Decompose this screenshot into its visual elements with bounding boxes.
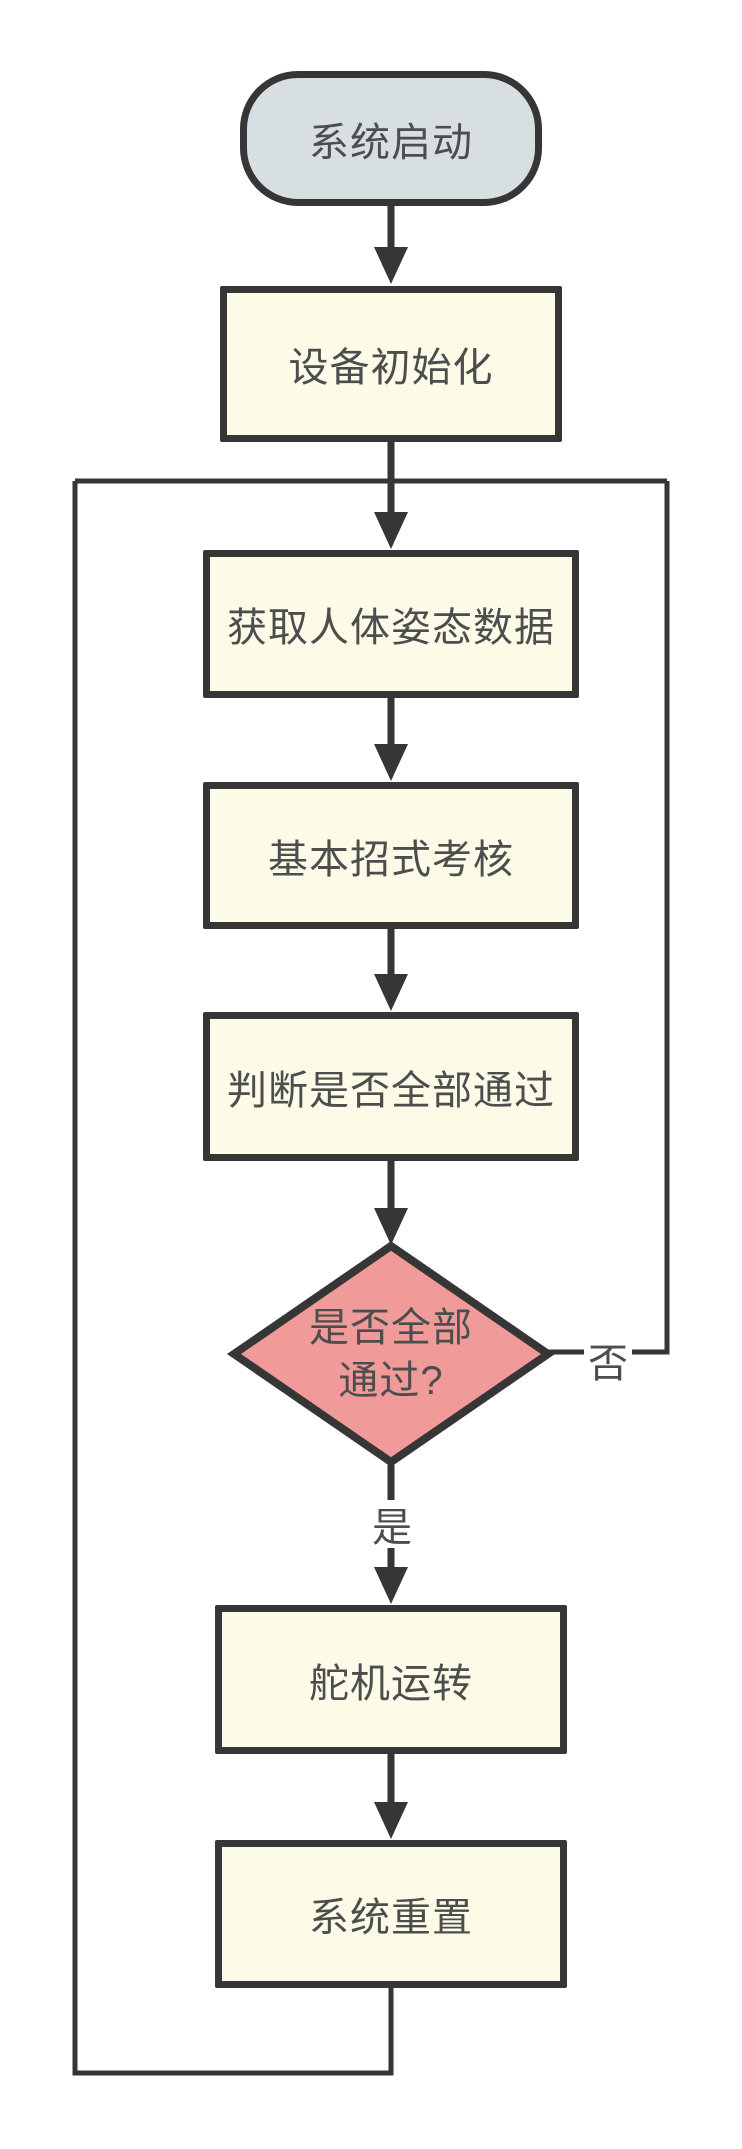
arrowhead-judge-decision (374, 1208, 408, 1245)
node-system-reset: 系统重置 (215, 1840, 567, 1988)
node-judge-all-pass: 判断是否全部通过 (203, 1012, 579, 1161)
arrowhead-pose-assess (374, 744, 408, 781)
node-basic-move-assess-label: 基本招式考核 (268, 837, 514, 882)
node-start: 系统启动 (240, 71, 542, 206)
arrowhead-init-pose (374, 512, 408, 549)
node-servo-run: 舵机运转 (215, 1605, 567, 1754)
edge-label-no: 否 (584, 1336, 632, 1386)
edge-label-yes: 是 (368, 1500, 416, 1550)
decision-label-line2: 通过? (338, 1359, 444, 1403)
node-get-pose-data: 获取人体姿态数据 (203, 550, 579, 698)
node-start-label: 系统启动 (309, 120, 473, 165)
arrowhead-servo-reset (374, 1802, 408, 1839)
arrowhead-decision-servo (374, 1567, 408, 1604)
node-basic-move-assess: 基本招式考核 (203, 782, 579, 929)
node-judge-all-pass-label: 判断是否全部通过 (227, 1068, 555, 1113)
node-get-pose-data-label: 获取人体姿态数据 (227, 606, 555, 650)
node-decision-label: 是否全部 通过? (271, 1292, 511, 1418)
node-device-init-label: 设备初始化 (288, 346, 494, 390)
node-device-init: 设备初始化 (220, 286, 562, 442)
decision-diamond (226, 1241, 556, 1467)
edge-label-no-text: 否 (588, 1342, 628, 1386)
arrowhead-start-init (374, 247, 408, 284)
edge-label-yes-text: 是 (372, 1506, 412, 1550)
decision-label-line1: 是否全部 (309, 1305, 473, 1350)
node-system-reset-label: 系统重置 (309, 1896, 473, 1940)
arrowhead-assess-judge (374, 974, 408, 1011)
edge-reset-loop (72, 481, 394, 2076)
node-servo-run-label: 舵机运转 (309, 1661, 473, 1706)
